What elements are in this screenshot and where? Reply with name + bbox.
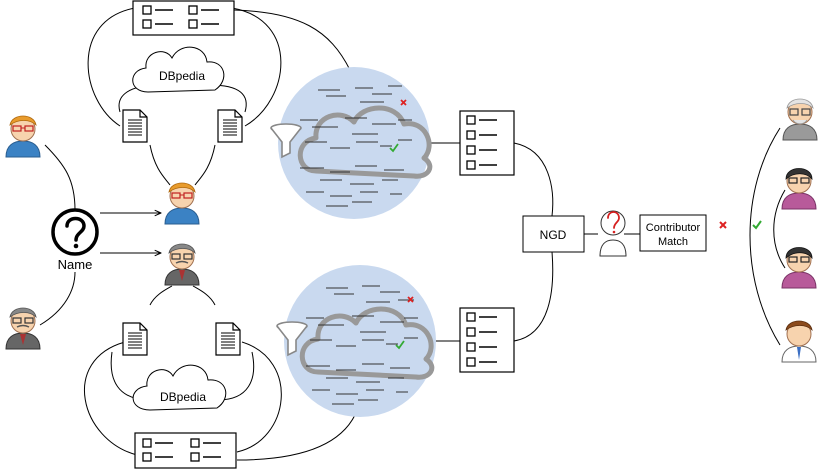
person-middle-bottom	[164, 243, 200, 286]
result-table-top	[459, 110, 515, 176]
document-top-right	[217, 109, 243, 143]
candidate-person-1	[782, 98, 818, 141]
person-avatar-icon	[781, 247, 817, 289]
person-avatar-icon	[599, 210, 627, 257]
green-check-mark-icon	[395, 340, 405, 350]
document-top-left	[122, 109, 148, 143]
connectors	[39, 7, 786, 461]
red-x-mark-icon	[400, 99, 407, 106]
person-avatar-icon	[782, 98, 818, 141]
contributor-match-box: Contributor Match	[639, 214, 707, 252]
person-avatar-icon	[5, 115, 41, 158]
contributor-match-line2: Match	[658, 236, 688, 248]
person-middle-top	[164, 182, 200, 225]
ngd-box: NGD	[522, 215, 585, 253]
dbpedia-cloud-top: DBpedia	[132, 46, 225, 93]
candidate-person-4	[781, 320, 817, 363]
question-mark-icon	[607, 211, 620, 234]
checklist-table-icon	[132, 0, 235, 36]
checklist-table-icon	[459, 307, 515, 373]
search-results-cluster-bottom	[276, 265, 436, 417]
document-icon	[122, 322, 148, 356]
candidate-person-3	[781, 247, 817, 289]
person-avatar-icon	[781, 168, 817, 210]
result-table-bottom	[459, 307, 515, 373]
search-results-cluster-top	[270, 67, 430, 219]
document-bottom-right	[215, 322, 241, 356]
contributor-match-line1: Contributor	[646, 222, 701, 234]
bottom-source-table	[134, 432, 237, 469]
green-check-mark-icon	[389, 143, 399, 153]
ngd-label: NGD	[540, 228, 567, 242]
dbpedia-cloud-bottom: DBpedia	[132, 364, 227, 411]
checklist-table-icon	[134, 432, 237, 469]
person-top-left	[5, 115, 41, 158]
question-circle-icon	[51, 208, 99, 256]
document-bottom-left	[122, 322, 148, 356]
document-icon	[217, 109, 243, 143]
checklist-table-icon	[459, 110, 515, 176]
person-avatar-icon	[781, 320, 817, 363]
document-icon	[122, 109, 148, 143]
dbpedia-top-label: DBpedia	[159, 69, 205, 83]
text-squiggles	[306, 285, 418, 405]
dbpedia-bottom-label: DBpedia	[160, 390, 206, 404]
red-x-mark-icon	[407, 296, 414, 303]
unknown-person	[599, 210, 627, 257]
green-check-mark-icon	[752, 220, 762, 230]
top-source-table	[132, 0, 235, 36]
person-avatar-icon	[5, 307, 41, 350]
person-bottom-left	[5, 307, 41, 350]
name-label: Name	[58, 257, 93, 272]
name-question: Name	[51, 208, 99, 272]
document-icon	[215, 322, 241, 356]
person-avatar-icon	[164, 243, 200, 286]
red-x-mark-icon	[719, 221, 727, 229]
candidate-person-2	[781, 168, 817, 210]
person-avatar-icon	[164, 182, 200, 225]
text-squiggles	[300, 85, 412, 207]
